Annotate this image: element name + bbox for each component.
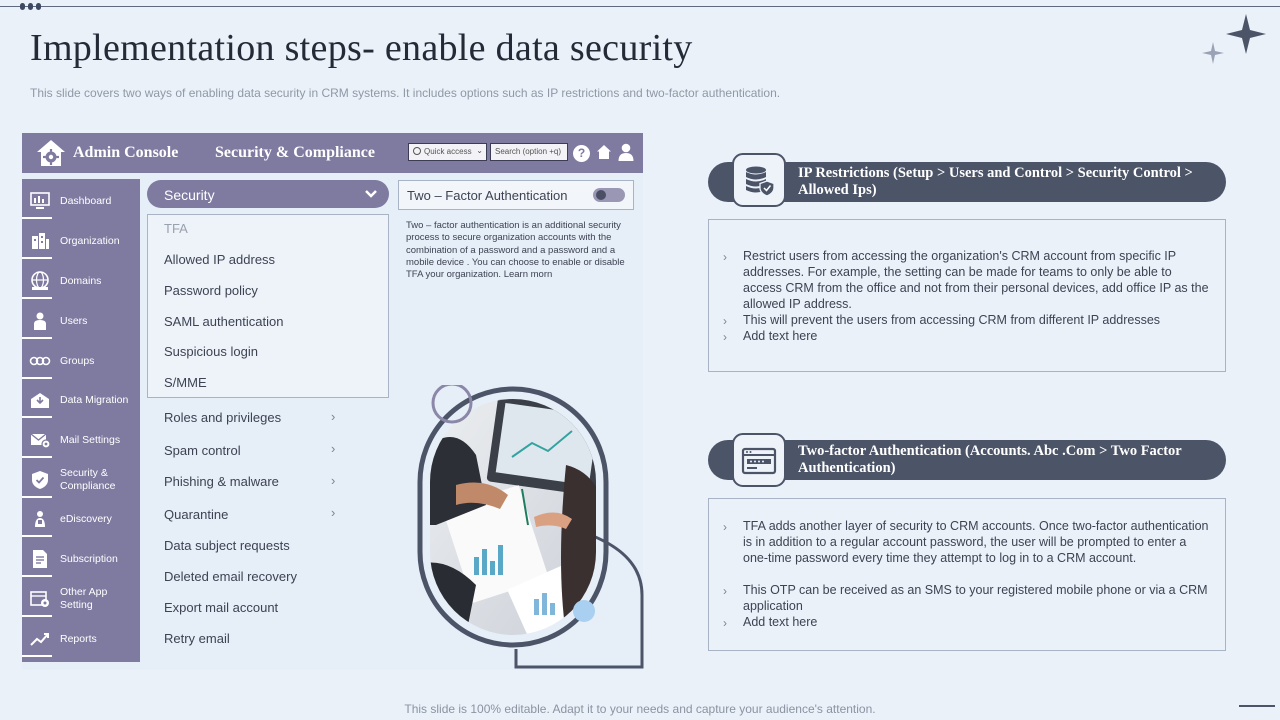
chevron-right-icon: ›	[331, 473, 336, 488]
ip-bullet-2: This will prevent the users from accessi…	[743, 313, 1161, 327]
tfa-header: Two-factor Authentication (Accounts. Abc…	[708, 440, 1226, 480]
tfa-title: Two-factor Authentication (Accounts. Abc…	[798, 443, 1182, 476]
sidebar-item-label: Other App Setting	[60, 586, 108, 611]
help-icon[interactable]: ?	[573, 145, 590, 162]
footer-note: This slide is 100% editable. Adapt it to…	[404, 702, 876, 716]
organization-icon	[32, 233, 49, 249]
menu-item-quarantine[interactable]: Quarantine	[164, 507, 229, 522]
quick-access-label: Quick access	[424, 147, 472, 156]
menu-item-deleted-email[interactable]: Deleted email recovery	[164, 569, 297, 584]
tfa-card: › TFA adds another layer of security to …	[708, 498, 1226, 651]
home-icon[interactable]	[596, 144, 612, 160]
sparkle-icon	[1202, 14, 1266, 64]
sidebar-item-label: Security & Compliance	[60, 467, 116, 492]
groups-icon	[29, 356, 51, 366]
shield-icon	[32, 471, 48, 489]
database-shield-icon	[732, 153, 786, 207]
tfa-toggle-row: Two – Factor Authentication	[398, 180, 634, 210]
security-submenu	[147, 214, 389, 398]
console-section-title: Security & Compliance	[215, 144, 375, 161]
sidebar-item-data-migration[interactable]: Data Migration	[22, 382, 140, 418]
sidebar-item-reports[interactable]: Reports	[22, 621, 140, 657]
tfa-description: Two – factor authentication is an additi…	[406, 220, 625, 281]
ip-restrictions-title: IP Restrictions (Setup > Users and Contr…	[798, 165, 1193, 198]
tfa-bullet-2: This OTP can be received as an SMS to yo…	[743, 583, 1208, 613]
sidebar-item-security-compliance[interactable]: Security & Compliance	[22, 462, 140, 498]
migration-icon	[31, 393, 49, 408]
submenu-item-suspicious-login[interactable]: Suspicious login	[164, 344, 258, 359]
browser-password-icon	[732, 433, 786, 487]
page-subtitle: This slide covers two ways of enabling d…	[30, 86, 781, 100]
chevron-down-icon: ⌄	[476, 146, 483, 155]
app-setting-icon	[30, 591, 49, 607]
console-sidebar: Dashboard Organization Domains Users Gro…	[22, 179, 140, 662]
ip-bullet-3: Add text here	[743, 329, 818, 343]
meeting-photo	[417, 385, 644, 669]
reports-icon	[30, 633, 49, 646]
sidebar-item-mail-settings[interactable]: Mail Settings	[22, 422, 140, 458]
sidebar-item-label: Organization	[60, 234, 120, 247]
sidebar-item-ediscovery[interactable]: eDiscovery	[22, 501, 140, 537]
sidebar-item-domains[interactable]: Domains	[22, 263, 140, 299]
sidebar-item-label: Mail Settings	[60, 433, 121, 446]
menu-item-data-subject[interactable]: Data subject requests	[164, 538, 290, 553]
sidebar-item-label: Dashboard	[60, 194, 112, 207]
dashboard-icon	[30, 192, 50, 209]
sidebar-item-groups[interactable]: Groups	[22, 343, 140, 379]
sidebar-item-label: Subscription	[60, 552, 118, 565]
sidebar-item-organization[interactable]: Organization	[22, 223, 140, 259]
console-topbar: Admin Console Security & Compliance Quic…	[22, 133, 643, 173]
subscription-icon	[33, 550, 47, 568]
submenu-item-smme[interactable]: S/MME	[164, 375, 207, 390]
security-dropdown[interactable]: Security	[147, 180, 389, 208]
top-rule	[0, 6, 1280, 7]
globe-icon	[31, 271, 49, 290]
sidebar-item-label: eDiscovery	[60, 512, 112, 525]
quick-access-dropdown[interactable]: Quick access ⌄	[408, 143, 487, 161]
menu-item-spam[interactable]: Spam control	[164, 443, 241, 458]
chevron-right-icon: ›	[331, 409, 336, 424]
sidebar-item-label: Reports	[60, 632, 97, 645]
chevron-right-icon: ›	[331, 505, 336, 520]
page-title: Implementation steps- enable data securi…	[30, 27, 693, 69]
sidebar-item-label: Data Migration	[60, 393, 129, 406]
tfa-toggle[interactable]	[593, 188, 625, 202]
submenu-item-allowed-ip[interactable]: Allowed IP address	[164, 252, 276, 267]
user-icon	[34, 312, 46, 330]
menu-item-export-mail[interactable]: Export mail account	[164, 600, 279, 615]
security-dropdown-label: Security	[164, 187, 215, 203]
search-icon	[413, 147, 421, 155]
menu-item-phishing[interactable]: Phishing & malware	[164, 474, 279, 489]
slide-dots	[20, 3, 41, 10]
sidebar-item-label: Groups	[60, 354, 95, 367]
submenu-item-saml[interactable]: SAML authentication	[164, 314, 284, 329]
sidebar-item-label: Domains	[60, 274, 102, 287]
mail-icon	[30, 433, 51, 449]
sidebar-item-dashboard[interactable]: Dashboard	[22, 183, 140, 219]
sidebar-item-other-app-setting[interactable]: Other App Setting	[22, 581, 140, 617]
house-gear-icon	[37, 140, 65, 166]
tfa-bullet-1: TFA adds another layer of security to CR…	[743, 519, 1209, 565]
ip-bullet-1: Restrict users from accessing the organi…	[743, 249, 1209, 311]
chevron-right-icon: ›	[331, 441, 336, 456]
console-brand: Admin Console	[73, 144, 179, 161]
sidebar-item-users[interactable]: Users	[22, 303, 140, 339]
footer-rule	[1239, 705, 1275, 707]
search-input[interactable]: Search (option +q)	[490, 143, 568, 161]
submenu-item-password-policy[interactable]: Password policy	[164, 283, 258, 298]
ip-restrictions-card: › Restrict users from accessing the orga…	[708, 219, 1226, 372]
tfa-bullet-3: Add text here	[743, 615, 818, 629]
profile-icon[interactable]	[618, 143, 634, 161]
tfa-label: Two – Factor Authentication	[407, 188, 568, 203]
submenu-item-tfa[interactable]: TFA	[164, 221, 188, 236]
menu-item-roles[interactable]: Roles and privileges	[164, 410, 282, 425]
admin-console: Admin Console Security & Compliance Quic…	[22, 133, 644, 670]
sidebar-item-subscription[interactable]: Subscription	[22, 541, 140, 577]
menu-item-retry-email[interactable]: Retry email	[164, 631, 230, 646]
sidebar-item-label: Users	[60, 314, 88, 327]
ip-restrictions-header: IP Restrictions (Setup > Users and Contr…	[708, 162, 1226, 202]
chevron-down-icon	[365, 190, 377, 198]
discovery-icon	[35, 511, 45, 527]
